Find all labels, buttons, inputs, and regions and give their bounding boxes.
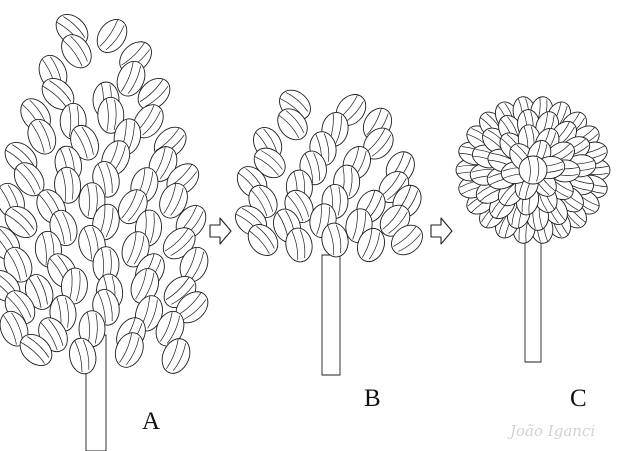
panel-a-label: A xyxy=(142,408,160,435)
panel-b-label: B xyxy=(364,385,381,412)
panel-c-stem xyxy=(525,222,541,362)
flower-bud xyxy=(519,156,547,184)
artist-signature: João Iganci xyxy=(507,422,595,440)
panel-b-flower-buds xyxy=(230,84,429,265)
panel-a-flower-buds xyxy=(0,8,214,377)
panel-c-label: C xyxy=(570,385,587,412)
panel-a-elongated-inflorescence: A xyxy=(0,8,214,451)
panel-b-stem xyxy=(322,255,340,375)
arrow-b-to-c-icon xyxy=(431,218,452,244)
arrow-a-to-b-icon xyxy=(210,218,231,244)
panel-c-globose-inflorescence: C xyxy=(456,95,610,412)
panel-c-flower-buds xyxy=(456,95,610,244)
panel-b-contracting-inflorescence: B xyxy=(230,84,429,412)
